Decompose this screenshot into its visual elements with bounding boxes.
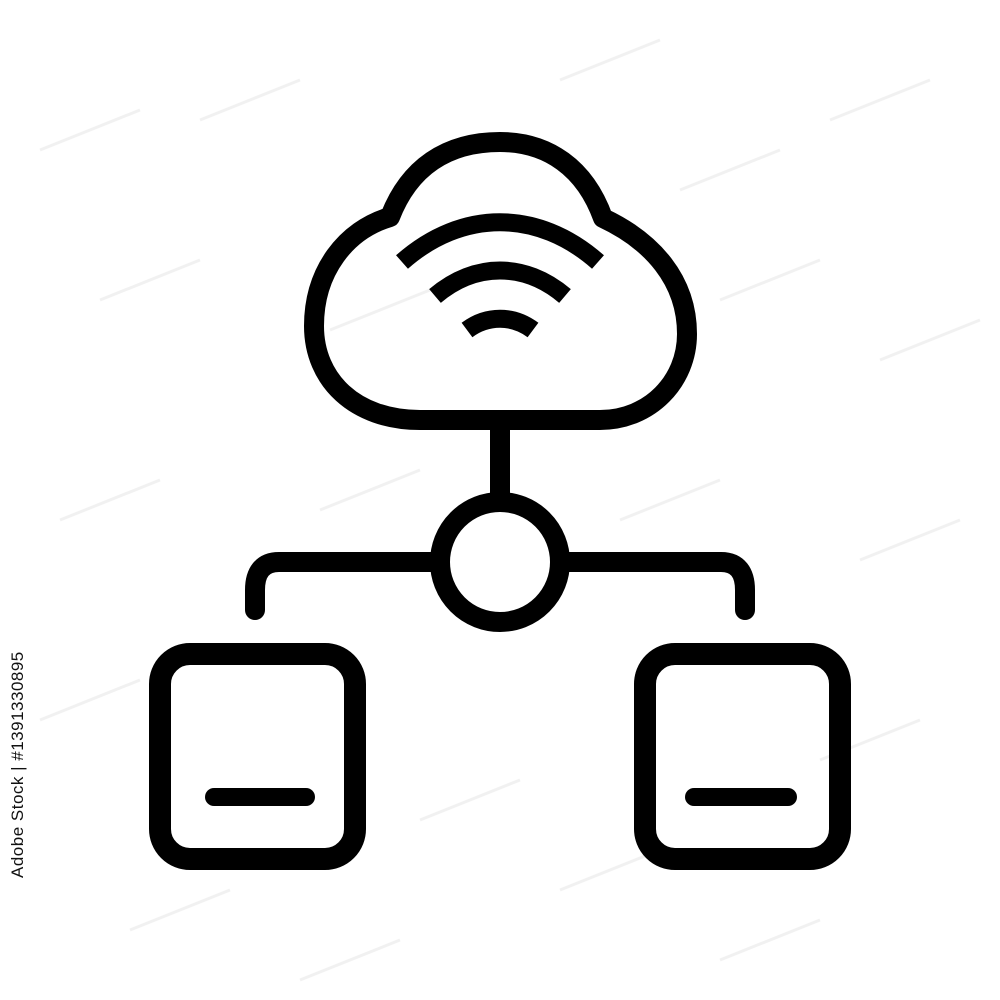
right-branch-line (550, 552, 755, 620)
device-icon (634, 643, 851, 870)
hub-node-icon (430, 492, 570, 632)
wifi-icon (396, 213, 604, 338)
stock-id-label: Adobe Stock | #1391330895 (8, 651, 27, 878)
cloud-icon (304, 132, 697, 430)
device-icon (149, 643, 366, 870)
left-branch-line (245, 552, 450, 620)
